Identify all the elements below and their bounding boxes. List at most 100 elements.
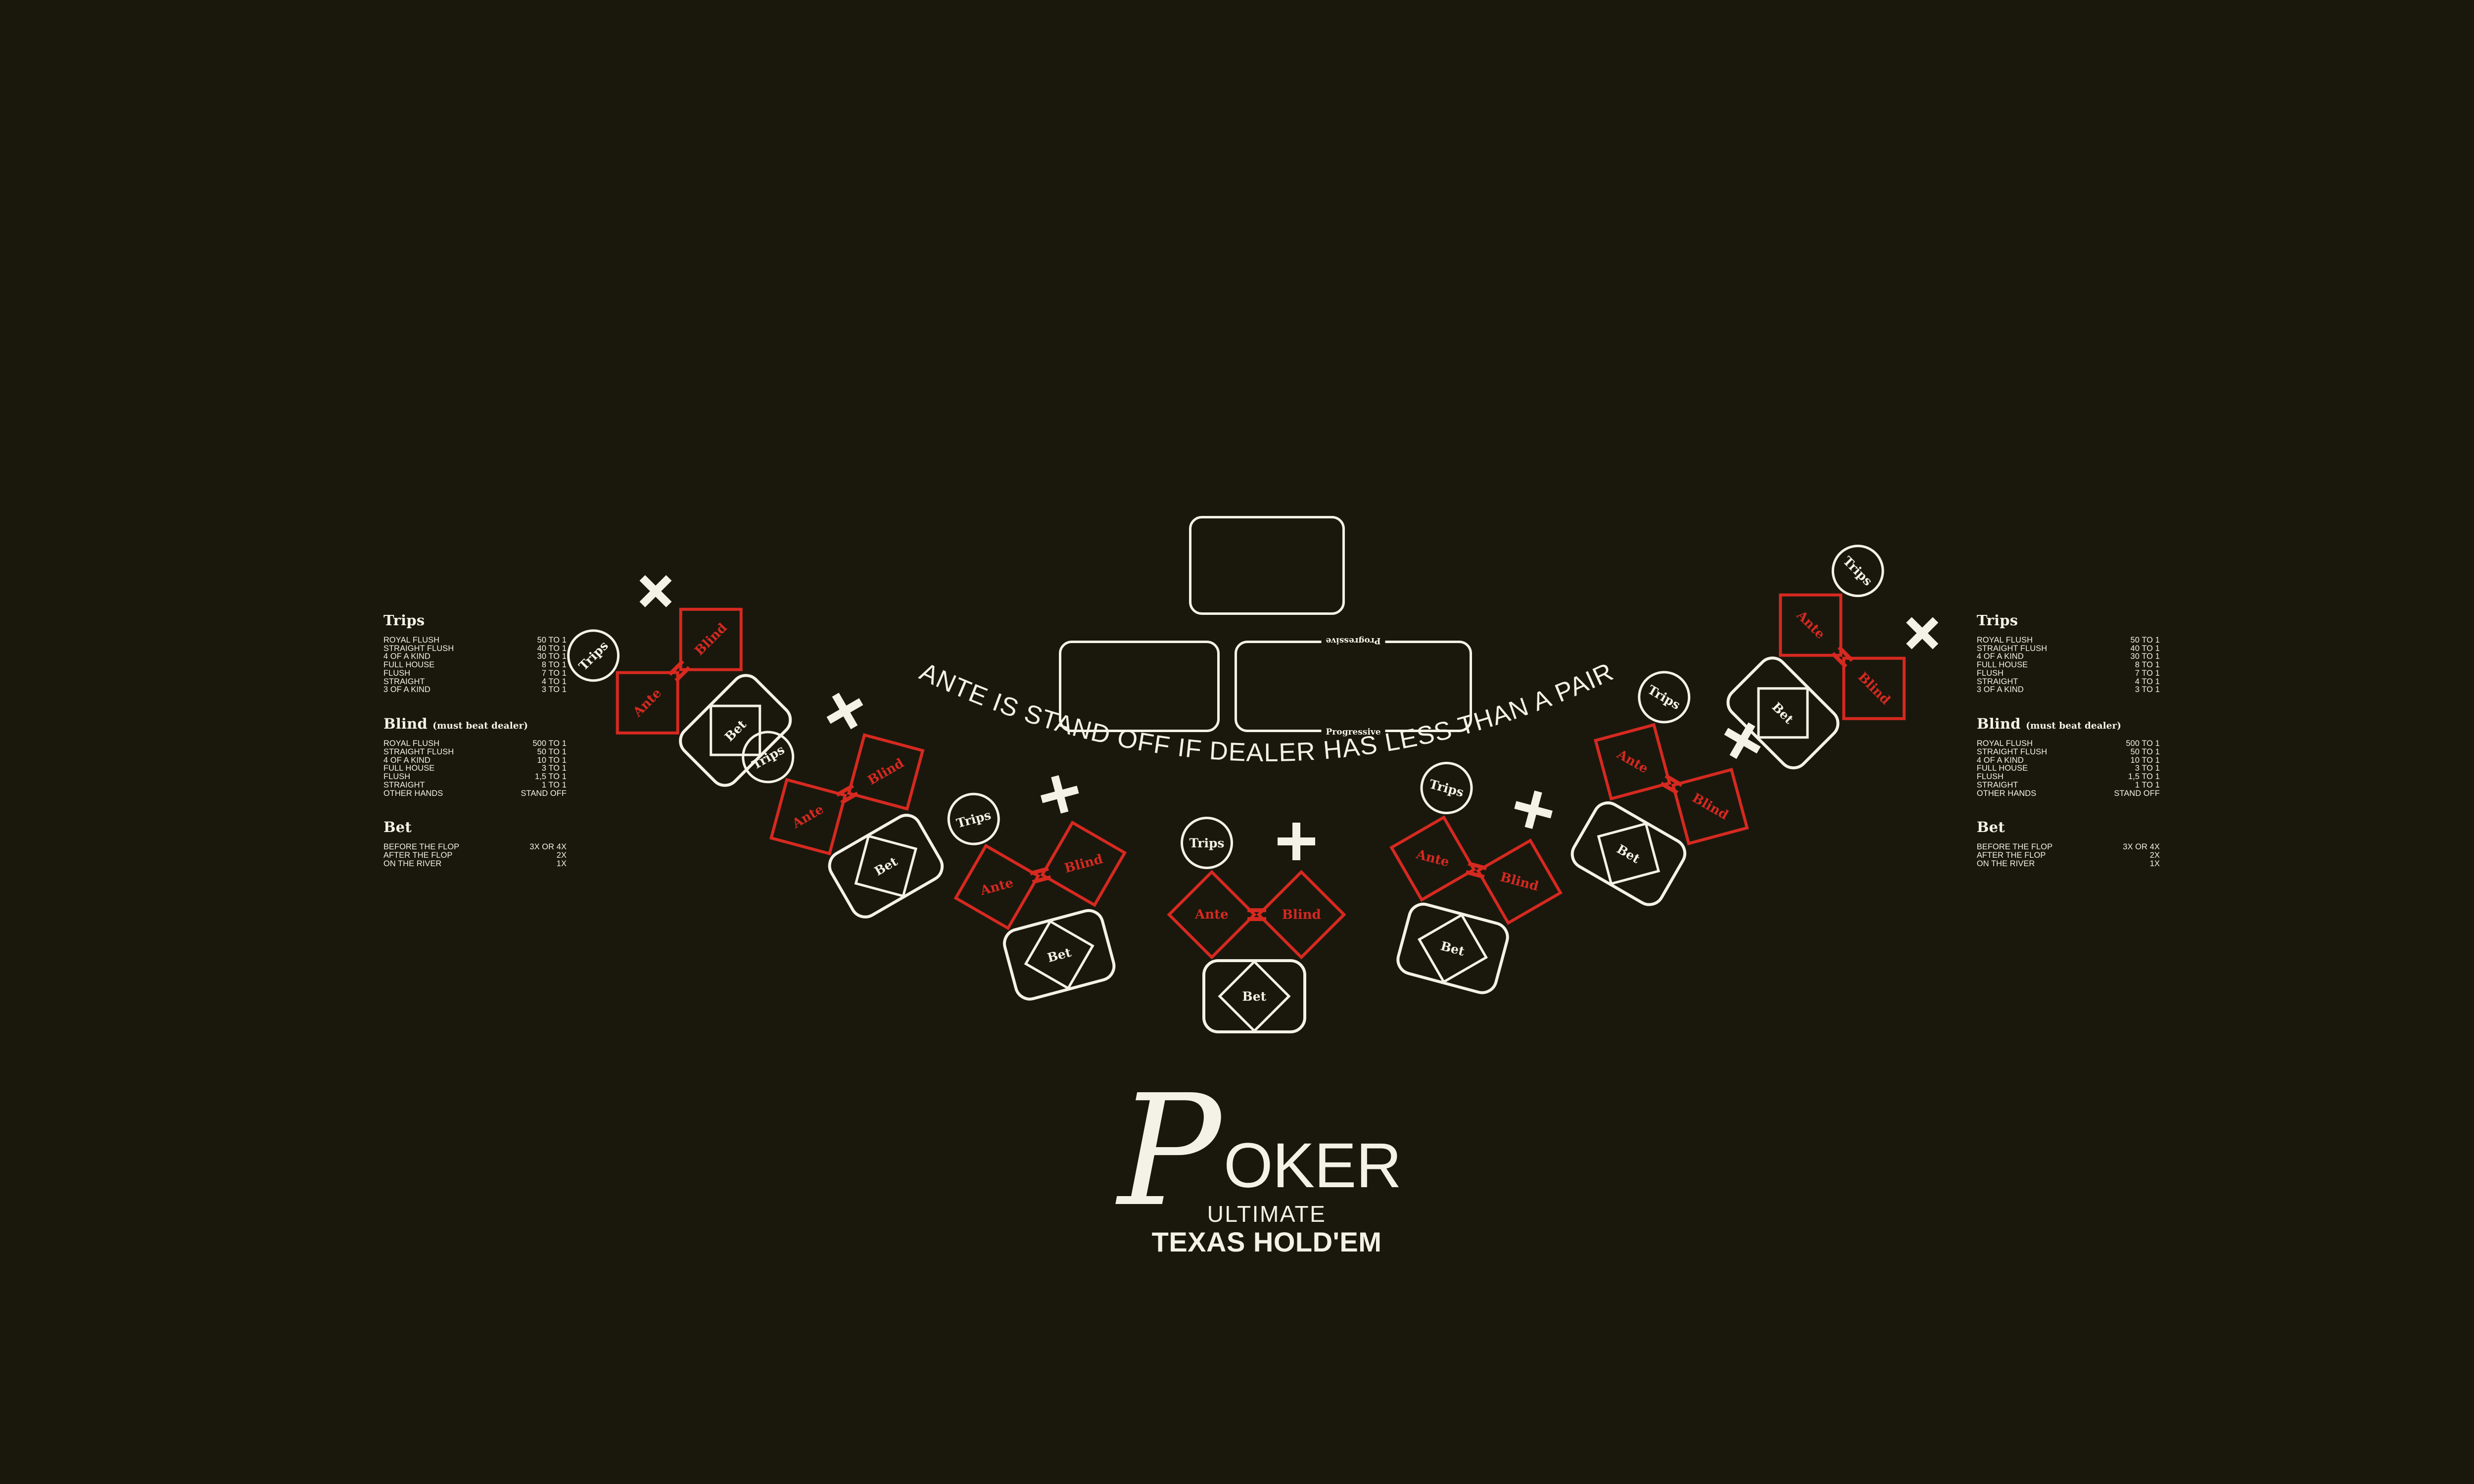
bet-label: Bet	[1769, 699, 1797, 727]
paytable-hand-label: 4 OF A KIND	[383, 755, 430, 765]
paytable-hand-label: FULL HOUSE	[383, 764, 435, 773]
paytable-payout-value: 4 TO 1	[541, 677, 567, 686]
trips-label: Trips	[575, 638, 611, 673]
blind-bet-spot[interactable]: Blind	[679, 607, 743, 671]
paytable-payout-value: 7 TO 1	[541, 668, 567, 678]
paytable-hand-label: FULL HOUSE	[1977, 660, 2028, 670]
bet-diamond: Bet	[1024, 920, 1094, 990]
paytable-payout-value: 3 TO 1	[541, 685, 567, 695]
paytable-hand-label: 3 OF A KIND	[383, 685, 430, 695]
ante-bet-spot[interactable]: Ante	[1167, 870, 1257, 960]
trips-bet-spot[interactable]: Trips	[1628, 661, 1700, 733]
paytable-blind-block: Blind (must beat dealer) ROYAL FLUSH 500 …	[383, 717, 567, 797]
paytable-hand-label: STRAIGHT	[383, 780, 425, 789]
paytable-payout-value: 500 TO 1	[532, 739, 567, 748]
bet-bet-spot[interactable]: Bet	[1393, 899, 1513, 998]
paytable-hand-label: FULL HOUSE	[1977, 764, 2028, 773]
paytable-hand-label: ROYAL FLUSH	[1977, 739, 2033, 748]
paytable-payout-value: 3 TO 1	[2135, 764, 2160, 773]
bet-bet-spot[interactable]: Bet	[999, 905, 1119, 1004]
ante-label: Ante	[1793, 608, 1828, 643]
ante-bet-spot[interactable]: Ante	[769, 778, 847, 856]
ante-bet-spot[interactable]: Ante	[953, 843, 1041, 930]
bet-label: Bet	[1615, 841, 1643, 866]
ante-label: Ante	[630, 686, 665, 720]
paytable-blind-title-main: Blind	[383, 715, 428, 733]
trips-bet-spot[interactable]: Trips	[1414, 756, 1479, 820]
paytable-hand-label: STRAIGHT FLUSH	[383, 644, 454, 653]
bet-label: Bet	[1439, 938, 1467, 959]
trips-bet-spot[interactable]: Trips	[941, 787, 1006, 851]
blind-bet-spot[interactable]: Blind	[1476, 838, 1563, 925]
blind-label: Blind	[1282, 907, 1321, 922]
bet-diamond: Bet	[1417, 913, 1488, 984]
paytable-hand-label: 3 OF A KIND	[1977, 685, 2024, 695]
blind-label: Blind	[865, 755, 906, 788]
bet-bet-spot[interactable]: Bet	[1202, 959, 1306, 1033]
paytable-payout-value: 10 TO 1	[537, 755, 567, 765]
paytable-row: FULL HOUSE 3 TO 1	[1977, 764, 2160, 773]
blind-bet-spot[interactable]: Blind	[1842, 656, 1906, 720]
blind-bet-spot[interactable]: Blind	[1671, 768, 1749, 845]
paytable-blind-title: Blind (must beat dealer)	[383, 717, 567, 731]
paytable-payout-value: 2X	[2149, 851, 2160, 860]
paytable-hand-label: STRAIGHT	[1977, 780, 2018, 789]
paytable-payout-value: STAND OFF	[2114, 788, 2160, 798]
paytable-payout-value: 3 TO 1	[2135, 685, 2160, 695]
blind-bet-spot[interactable]: Blind	[847, 733, 925, 811]
paytable-hand-label: FULL HOUSE	[383, 660, 435, 670]
paytable-trips-title: Trips	[383, 612, 425, 629]
blind-label: Blind	[692, 620, 730, 659]
paytable-payout-value: 3X OR 4X	[529, 842, 567, 852]
dealer-card-box[interactable]	[1189, 516, 1345, 615]
bet-diamond: Bet	[1218, 960, 1291, 1033]
trips-label: Trips	[1840, 553, 1876, 589]
ante-label: Ante	[1415, 847, 1451, 870]
paytable-hand-label: 4 OF A KIND	[383, 652, 430, 661]
paytable-payout-value: 1 TO 1	[2135, 780, 2160, 789]
paytable-payout-value: 50 TO 1	[537, 747, 567, 756]
bet-diamond: Bet	[1597, 822, 1661, 885]
game-logo: P OKER ULTIMATE TEXAS HOLD'EM	[1111, 1075, 1423, 1269]
paytable-hand-label: BEFORE THE FLOP	[383, 842, 460, 852]
ante-bet-spot[interactable]: Ante	[1389, 815, 1476, 902]
paytable-trips-title: Trips	[1977, 612, 2018, 629]
paytable-payout-value: 3 TO 1	[541, 764, 567, 773]
bet-label: Bet	[1046, 944, 1073, 965]
paytable-hand-label: ROYAL FLUSH	[383, 739, 440, 748]
progressive-betting-box[interactable]: Progressive Progressive	[1235, 636, 1472, 737]
ante-bet-spot[interactable]: Ante	[616, 671, 679, 735]
trips-label: Trips	[1189, 835, 1225, 850]
paytable-hand-label: ROYAL FLUSH	[383, 636, 440, 645]
community-card-box[interactable]	[1059, 641, 1220, 732]
paytable-payout-value: 1,5 TO 1	[2128, 772, 2160, 782]
blind-bet-spot[interactable]: Blind	[1040, 820, 1127, 907]
blind-bet-spot[interactable]: Blind	[1256, 870, 1346, 960]
trips-bet-spot[interactable]: Trips	[1181, 817, 1233, 869]
ante-bet-spot[interactable]: Ante	[1593, 723, 1671, 801]
paytable-payout-value: STAND OFF	[521, 788, 567, 798]
paytable-row: FULL HOUSE 3 TO 1	[383, 764, 567, 773]
paytable-hand-label: OTHER HANDS	[383, 788, 443, 798]
paytable-row: 4 OF A KIND 10 TO 1	[383, 756, 567, 765]
ante-bet-spot[interactable]: Ante	[1779, 593, 1843, 657]
